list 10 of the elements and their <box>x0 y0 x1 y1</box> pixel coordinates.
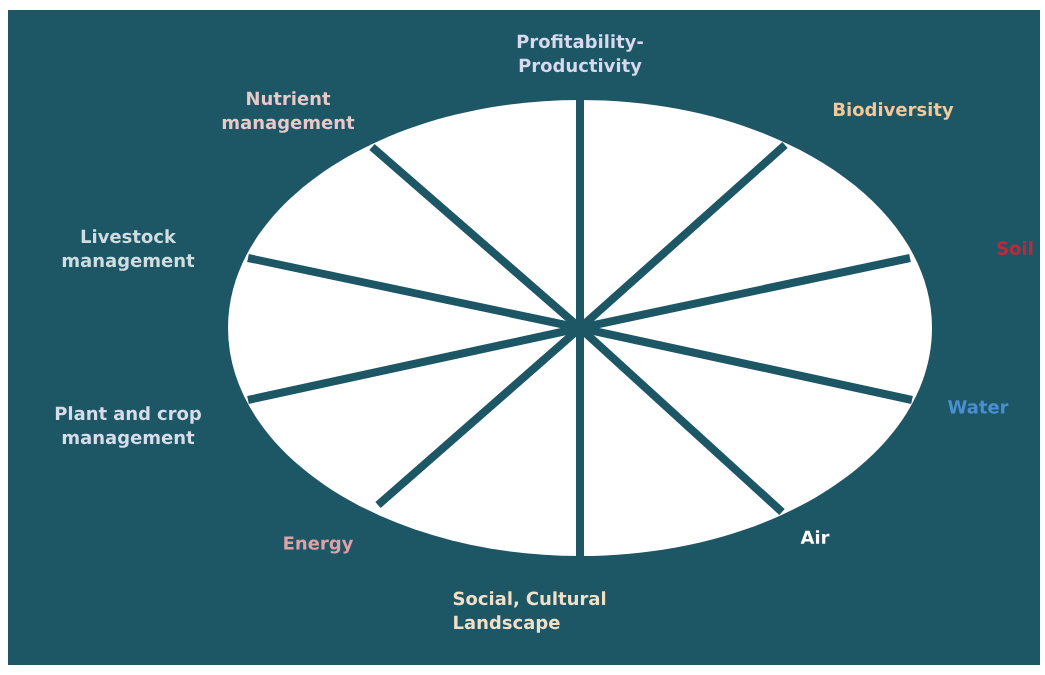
segment-label: Profitability-Productivity <box>517 34 643 76</box>
segment-label: Soil <box>997 241 1033 255</box>
segment-label: Nutrient management <box>222 91 355 133</box>
segment-label: Biodiversity <box>833 102 954 120</box>
segment-label: Livestock management <box>62 229 195 271</box>
segment-label: Plant and crop management <box>55 406 201 448</box>
segment-label: Air <box>800 530 830 544</box>
segment-label: Energy <box>284 536 354 554</box>
segment-label: Water <box>948 400 1009 414</box>
segment-label: Social, Cultural Landscape <box>453 591 606 633</box>
